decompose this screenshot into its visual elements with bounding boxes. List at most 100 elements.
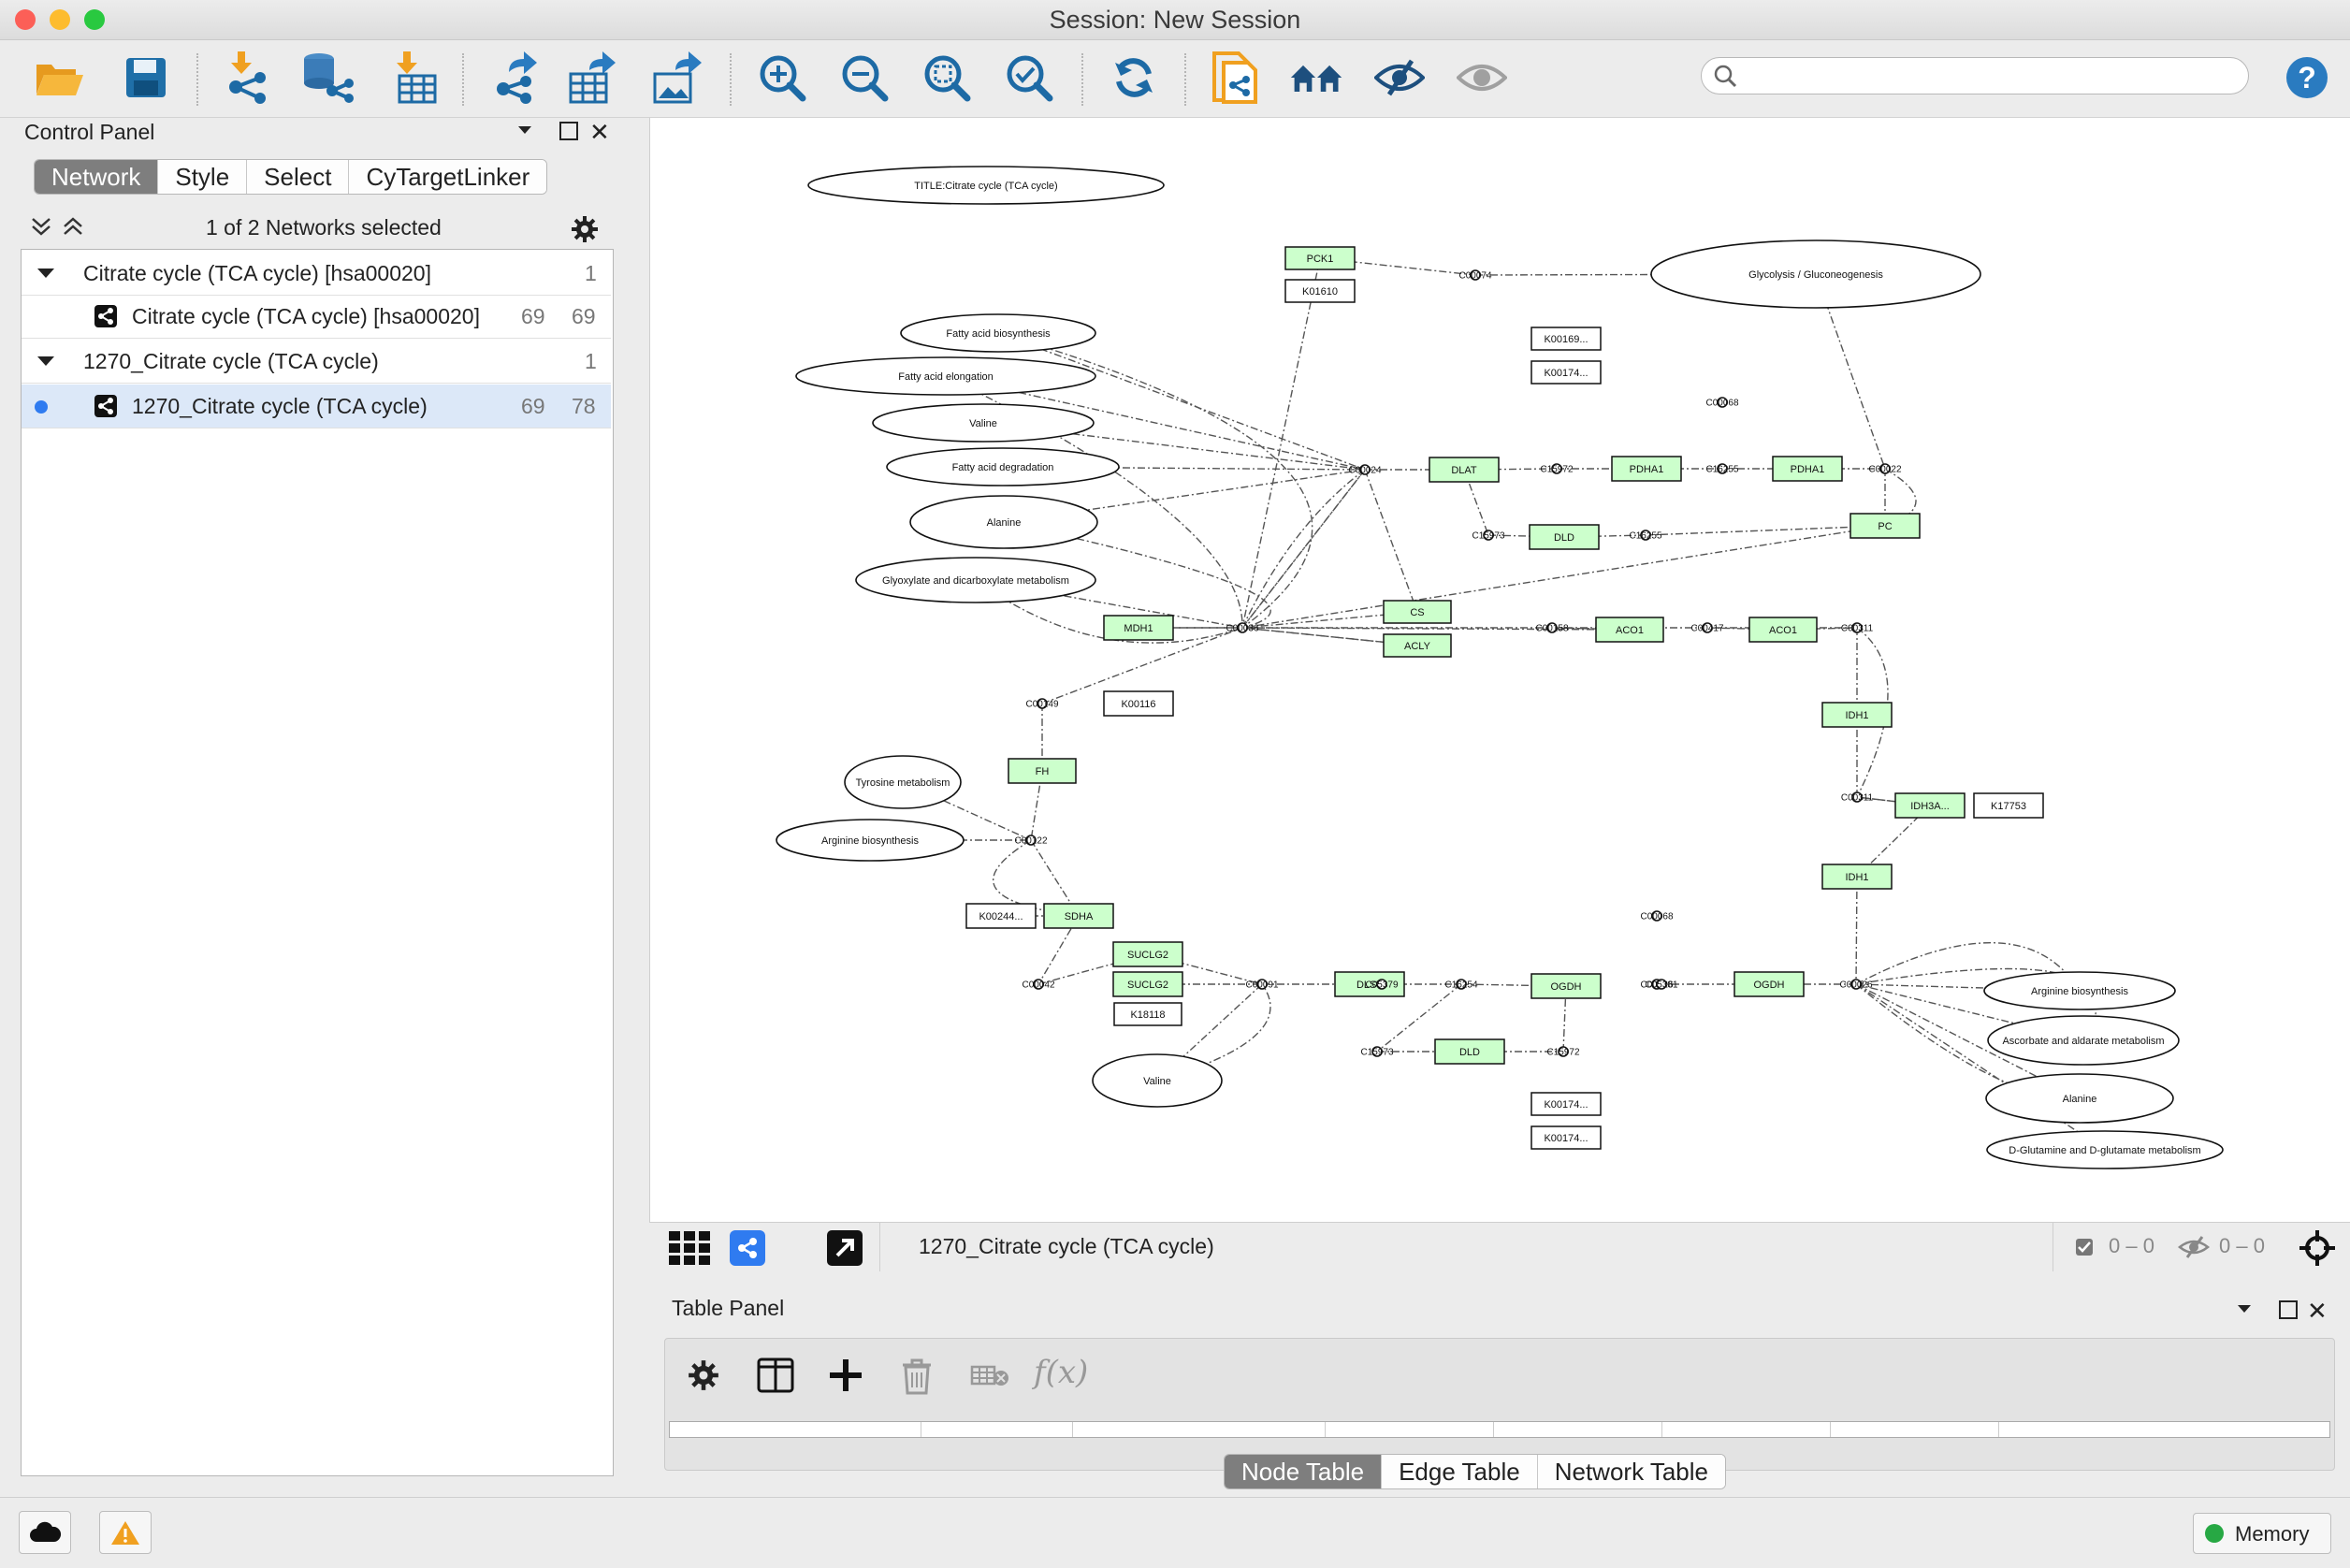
compound-node[interactable] (1717, 463, 1728, 474)
pathway-node[interactable] (776, 819, 965, 862)
ortholog-node[interactable] (965, 903, 1037, 929)
panel-menu-chevron-down-icon[interactable] (516, 123, 533, 140)
tab-network[interactable]: Network (35, 160, 158, 194)
tab-style[interactable]: Style (157, 160, 247, 194)
collection-row[interactable]: Citrate cycle (TCA cycle) [hsa00020] 1 (22, 252, 611, 296)
pathway-node[interactable] (1983, 971, 2176, 1010)
gene-node[interactable] (1748, 617, 1818, 643)
ortholog-node[interactable] (1530, 1092, 1602, 1116)
compound-node[interactable] (1640, 530, 1651, 541)
title-node[interactable] (807, 166, 1165, 205)
chevron-down-icon[interactable] (36, 356, 55, 367)
compound-node[interactable] (1371, 1046, 1383, 1057)
pathway-node[interactable] (1987, 1015, 2180, 1066)
table-panel-menu-chevron-down-icon[interactable] (2236, 1302, 2253, 1319)
help-icon[interactable]: ? (2279, 50, 2335, 106)
tab-network-table[interactable]: Network Table (1536, 1455, 1725, 1488)
gene-node[interactable] (1772, 456, 1843, 482)
zoom-window-button[interactable] (84, 9, 105, 30)
pathway-node[interactable] (1650, 240, 1981, 309)
compound-node[interactable] (1551, 463, 1562, 474)
delete-table-icon[interactable] (970, 1363, 1011, 1389)
compound-node[interactable] (1651, 910, 1662, 922)
delete-column-trash-icon[interactable] (901, 1357, 933, 1395)
chevron-down-icon[interactable] (36, 268, 55, 279)
function-builder-icon[interactable]: f(x) (1034, 1354, 1089, 1391)
import-table-icon[interactable] (385, 50, 442, 106)
ortholog-node[interactable] (1284, 279, 1356, 303)
tab-node-table[interactable]: Node Table (1225, 1455, 1382, 1488)
navigator-crosshair-icon[interactable] (2299, 1230, 2335, 1266)
refresh-icon[interactable] (1106, 50, 1162, 106)
ortholog-node[interactable] (1530, 360, 1602, 385)
zoom-fit-icon[interactable] (919, 50, 975, 106)
compound-node[interactable] (1851, 622, 1863, 633)
ortholog-node[interactable] (1530, 1125, 1602, 1150)
compound-node[interactable] (1037, 698, 1048, 709)
pathway-node[interactable] (900, 313, 1096, 353)
network-canvas[interactable]: TITLE:Citrate cycle (TCA cycle)Glycolysi… (649, 118, 2350, 1222)
gene-node[interactable] (1434, 1038, 1505, 1065)
ortholog-node[interactable] (1113, 1002, 1182, 1026)
pathway-node[interactable] (872, 403, 1095, 443)
compound-node[interactable] (1558, 1046, 1569, 1057)
table-settings-gear-icon[interactable] (688, 1359, 719, 1391)
compound-node[interactable] (1656, 979, 1667, 990)
new-network-from-selection-icon[interactable] (1207, 50, 1263, 106)
grid-view-icon[interactable] (668, 1230, 711, 1266)
minimize-window-button[interactable] (50, 9, 70, 30)
zoom-selected-icon[interactable] (1001, 50, 1057, 106)
pathway-node[interactable] (1985, 1073, 2174, 1124)
compound-node[interactable] (1456, 979, 1467, 990)
gene-node[interactable] (1529, 524, 1600, 550)
collapse-all-icon[interactable] (30, 215, 52, 242)
search-input[interactable] (1701, 57, 2249, 94)
compound-node[interactable] (1376, 979, 1387, 990)
export-network-icon[interactable] (486, 50, 543, 106)
network-row[interactable]: Citrate cycle (TCA cycle) [hsa00020] 69 … (22, 295, 611, 339)
gene-node[interactable] (1821, 702, 1893, 728)
zoom-out-icon[interactable] (836, 50, 892, 106)
gene-node[interactable] (1894, 792, 1966, 819)
export-table-icon[interactable] (565, 50, 621, 106)
close-window-button[interactable] (15, 9, 36, 30)
expand-all-icon[interactable] (62, 215, 84, 242)
compound-node[interactable] (1033, 979, 1044, 990)
compound-node[interactable] (1025, 835, 1037, 846)
pathway-node[interactable] (1092, 1053, 1223, 1108)
close-panel-icon[interactable]: ✕ (589, 118, 610, 146)
table-header-row[interactable] (669, 1421, 2330, 1438)
compound-node[interactable] (1359, 464, 1371, 475)
pathway-node[interactable] (795, 356, 1096, 396)
open-session-icon[interactable] (32, 50, 88, 106)
compound-node[interactable] (1483, 530, 1494, 541)
gene-node[interactable] (1821, 864, 1893, 890)
gene-node[interactable] (1733, 971, 1805, 997)
gene-node[interactable] (1112, 971, 1183, 997)
warning-icon[interactable] (99, 1511, 152, 1554)
gene-node[interactable] (1383, 633, 1452, 658)
pathway-node[interactable] (1986, 1130, 2224, 1169)
hide-selected-icon[interactable] (1371, 50, 1428, 106)
compound-node[interactable] (1237, 622, 1248, 633)
gene-node[interactable] (1334, 971, 1405, 997)
compound-node[interactable] (1470, 269, 1481, 281)
float-table-panel-icon[interactable] (2279, 1300, 2298, 1319)
gene-node[interactable] (1611, 456, 1682, 482)
compound-node[interactable] (1546, 622, 1558, 633)
detach-view-icon[interactable] (827, 1230, 863, 1266)
network-view-icon[interactable] (730, 1230, 765, 1266)
show-columns-icon[interactable] (757, 1357, 794, 1393)
compound-node[interactable] (1702, 622, 1713, 633)
gene-node[interactable] (1595, 617, 1664, 643)
ortholog-node[interactable] (1973, 792, 2044, 819)
gene-node[interactable] (1383, 600, 1452, 624)
collection-row[interactable]: 1270_Citrate cycle (TCA cycle) 1 (22, 340, 611, 384)
gene-node[interactable] (1429, 457, 1500, 483)
show-all-icon[interactable] (1454, 50, 1510, 106)
float-panel-icon[interactable] (559, 122, 578, 140)
gene-node[interactable] (1008, 758, 1077, 784)
cloud-icon[interactable] (19, 1511, 71, 1554)
memory-button[interactable]: Memory (2193, 1513, 2331, 1554)
compound-node[interactable] (1717, 397, 1728, 408)
